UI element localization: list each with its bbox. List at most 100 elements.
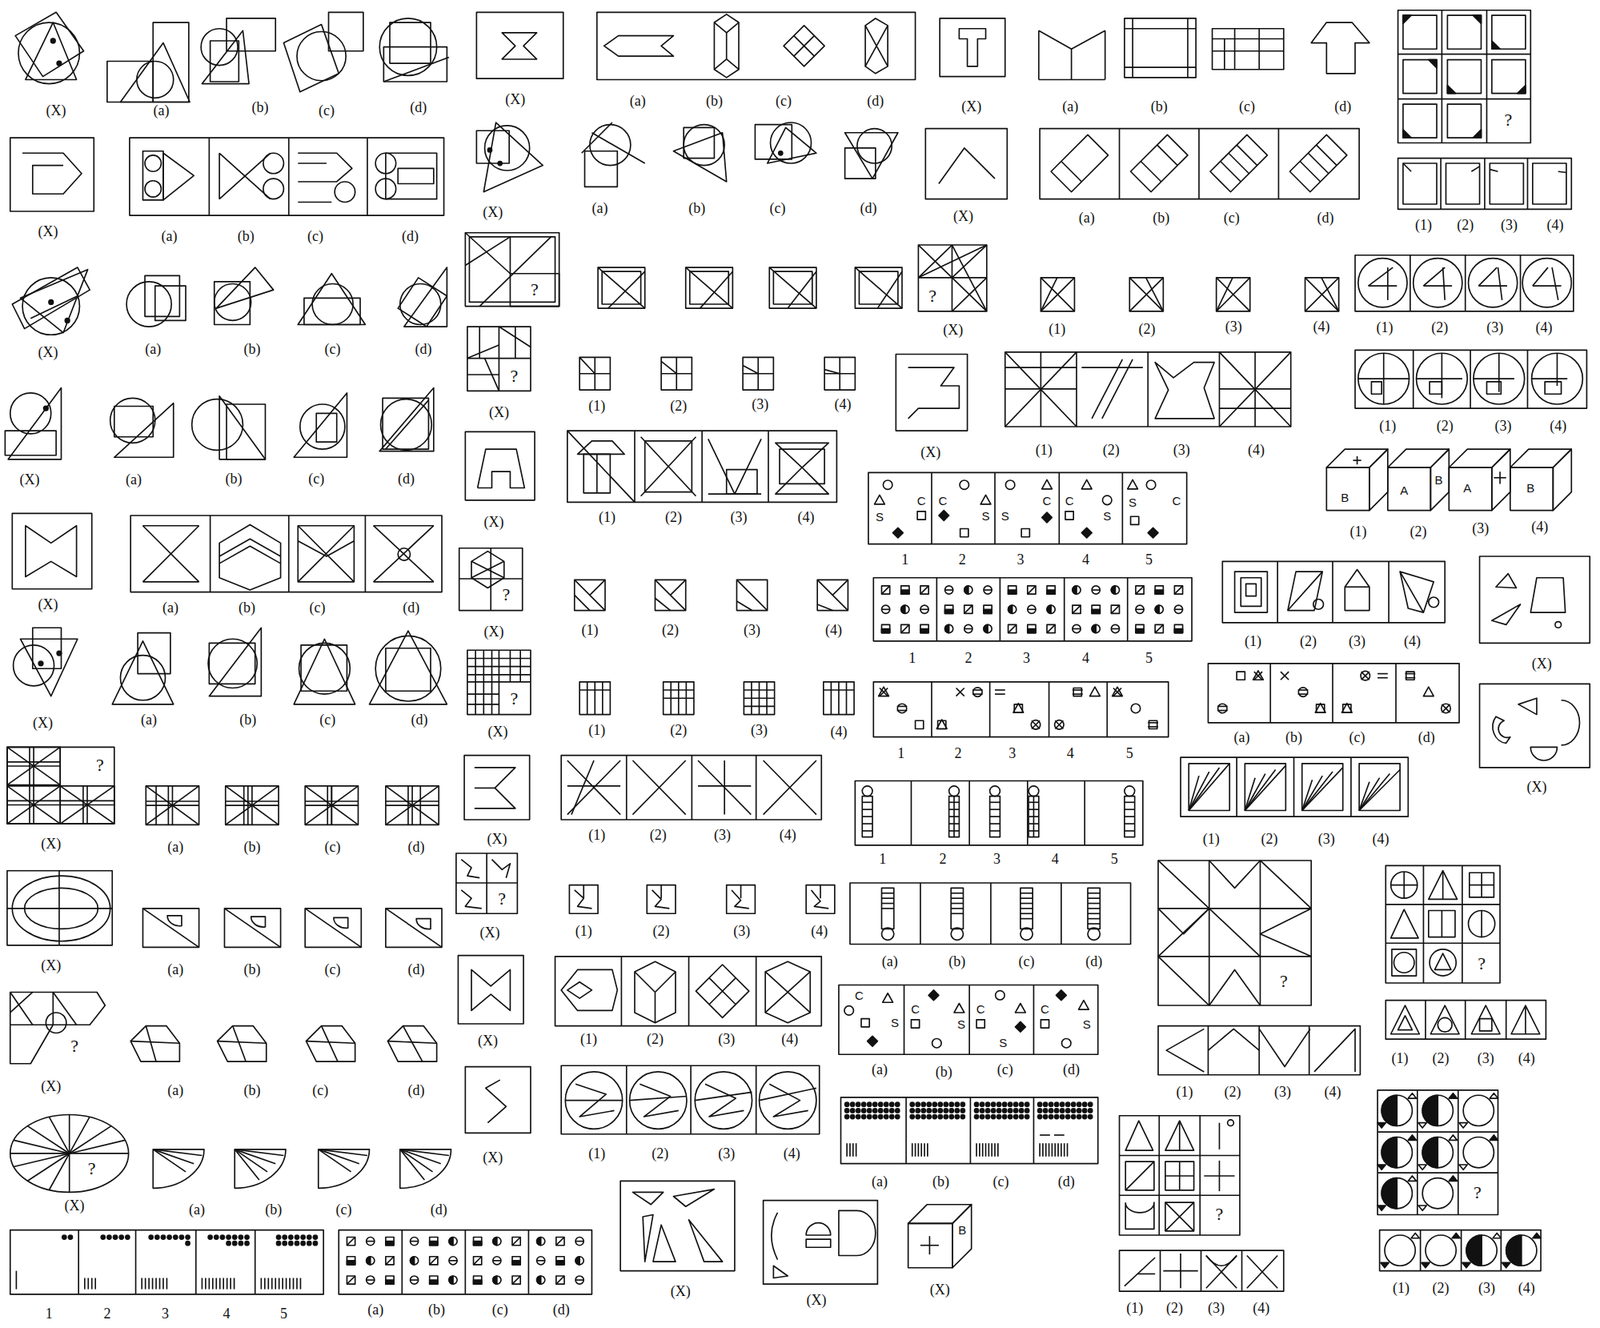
figure-polygon [1165, 1120, 1195, 1151]
figure-rect [964, 605, 973, 614]
figure-circle [1429, 949, 1456, 976]
figure-line [1106, 681, 1108, 738]
figure-rect [556, 1275, 565, 1284]
figure-line [152, 1278, 154, 1290]
figure-polygon [893, 527, 904, 538]
figure-polyline [639, 1083, 678, 1117]
figure-polygon [1398, 1015, 1413, 1031]
figure-circle [1091, 624, 1100, 633]
figure-path [1518, 697, 1537, 714]
caption-label: (c) [324, 962, 342, 977]
figure-circle [873, 1102, 878, 1107]
caption-label: (4) [778, 827, 798, 843]
figure-line [7, 746, 61, 785]
figure-rect [918, 244, 987, 312]
figure-rect [1154, 624, 1163, 633]
figure-line [1278, 128, 1280, 200]
figure-rect [990, 796, 1001, 838]
caption-label: (1) [587, 398, 606, 414]
figure-line [60, 785, 115, 824]
figure-line [1478, 284, 1508, 287]
figure-rect [1135, 624, 1144, 633]
figure-line [1058, 472, 1060, 544]
figure-line [346, 1275, 355, 1284]
figure-circle [873, 1108, 878, 1113]
figure-circle [160, 1235, 165, 1240]
caption-label: (X) [483, 514, 506, 530]
figure-polygon [1391, 909, 1419, 939]
figure-circle [974, 1114, 979, 1119]
figure-circle [493, 1256, 502, 1265]
figure-rect [142, 908, 199, 947]
figure-line [209, 515, 212, 593]
figure-polygon [1377, 1205, 1386, 1211]
figure-circle [1019, 1108, 1024, 1113]
figure-polygon [604, 36, 674, 57]
figure-polygon [773, 1265, 788, 1278]
figure-circle [964, 585, 973, 594]
figure-polygon [689, 1219, 723, 1262]
figure-rect [1403, 104, 1437, 138]
figure-line [1206, 1255, 1237, 1288]
caption-label: (c) [996, 1062, 1015, 1077]
figure-rect [316, 413, 337, 442]
figure-line [608, 271, 646, 309]
figure-line [260, 1278, 263, 1290]
caption-label: (b) [237, 600, 257, 615]
figure-polygon [1112, 686, 1123, 696]
figure-polyline [474, 767, 516, 809]
figure-line [292, 1278, 295, 1290]
caption-label: 4 [222, 1306, 232, 1321]
figure-line [7, 907, 113, 910]
figure-polygon [297, 273, 365, 325]
figure-line [1524, 1005, 1527, 1035]
figure-line [596, 453, 598, 493]
figure-circle [921, 1102, 926, 1107]
figure-path [838, 1210, 876, 1256]
figure-line [930, 681, 933, 738]
figure-line [459, 577, 523, 580]
figure-line [1137, 1273, 1155, 1276]
figure-line [565, 1099, 622, 1102]
figure-line [567, 785, 621, 787]
figure-line [1361, 671, 1370, 680]
figure-circle [1002, 1102, 1007, 1107]
caption-label: (X) [45, 103, 68, 118]
figure-circle [397, 548, 410, 561]
caption-label: (d) [401, 228, 420, 244]
figure-line [1276, 561, 1279, 623]
figure-polygon [1014, 1002, 1026, 1012]
figure-rect [1158, 860, 1312, 1006]
figure-circle [856, 1108, 861, 1113]
figure-circle [1531, 352, 1584, 405]
figure-line [914, 1142, 917, 1157]
figure-line [556, 1237, 565, 1246]
figure-line [155, 785, 157, 825]
caption-label: (4) [1247, 442, 1266, 458]
figure-polygon [25, 22, 77, 80]
figure-line [951, 277, 987, 312]
figure-circle [214, 1235, 219, 1240]
figure-circle [1008, 1114, 1013, 1119]
figure-rect [661, 356, 692, 390]
figure-rect [654, 579, 686, 610]
figure-line [318, 1149, 360, 1164]
figure-line [321, 1026, 338, 1063]
figure-rect [7, 785, 61, 824]
caption-label: ? [509, 367, 520, 385]
caption-label: (4) [797, 509, 816, 525]
figure-circle [10, 392, 52, 434]
figure-line [385, 800, 439, 803]
figure-polyline [908, 367, 960, 419]
figure-line [1498, 352, 1500, 392]
caption-label: (X) [40, 958, 62, 973]
caption-label: (b) [934, 1064, 954, 1079]
figure-rect [473, 1275, 482, 1284]
caption-label: (4) [1323, 1084, 1343, 1099]
figure-circle [1422, 1178, 1453, 1209]
figure-line [950, 892, 963, 895]
figure-line [1395, 663, 1397, 723]
figure-line [1228, 152, 1249, 174]
figure-circle [1227, 1119, 1235, 1127]
figure-line [1358, 377, 1410, 380]
